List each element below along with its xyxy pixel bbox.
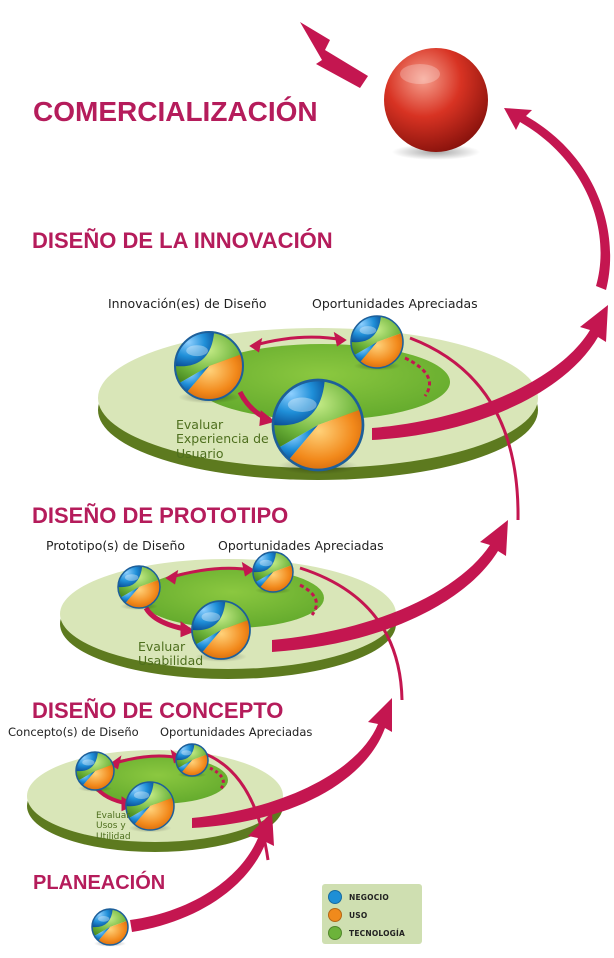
legend-item-negocio: NEGOCIO: [328, 889, 389, 905]
stage-title-innovacion: DISEÑO DE LA INNOVACIÓN: [32, 228, 333, 253]
stage-title-prototipo: DISEÑO DE PROTOTIPO: [32, 503, 289, 528]
prototipo-eval-label: Evaluar Usabilidad: [138, 639, 204, 669]
legend: NEGOCIO USO TECNOLOGÍA: [322, 884, 422, 944]
planeacion-sphere: [91, 908, 129, 947]
innovacion-experience-sphere: [271, 378, 365, 475]
legend-item-uso: USO: [328, 907, 367, 923]
innovacion-eval-label: Evaluar Experiencia de Usuario: [176, 417, 269, 461]
prototipo-opportunity-sphere: [252, 551, 294, 595]
legend-item-tecnologia: TECNOLOGÍA: [328, 925, 405, 941]
innovacion-design-sphere: [173, 330, 245, 404]
negocio-dot-icon: [328, 890, 342, 904]
prototipo-design-sphere: [117, 565, 161, 611]
legend-label: NEGOCIO: [349, 892, 390, 902]
concepto-left-label: Concepto(s) de Diseño: [8, 725, 139, 739]
concepto-utility-sphere: [125, 781, 175, 833]
legend-label: TECNOLOGÍA: [349, 928, 406, 938]
stage-title-concepto: DISEÑO DE CONCEPTO: [32, 698, 284, 723]
innovacion-right-label: Oportunidades Apreciadas: [312, 296, 478, 311]
stage-title-comercializacion: COMERCIALIZACIÓN: [33, 96, 318, 127]
legend-label: USO: [349, 910, 368, 920]
comercializacion-sphere: [384, 48, 488, 160]
innovacion-opportunity-sphere: [350, 315, 404, 371]
outer-arrows: [130, 22, 611, 932]
stage-title-planeacion: PLANEACIÓN: [33, 872, 166, 894]
concepto-design-sphere: [75, 751, 115, 792]
uso-dot-icon: [328, 908, 342, 922]
concepto-eval-label: Evaluar Usos y Utilidad: [96, 811, 131, 842]
innovacion-left-label: Innovación(es) de Diseño: [108, 296, 267, 311]
inner-cycle-arrows: [93, 331, 431, 812]
tecnologia-dot-icon: [328, 926, 342, 940]
concepto-right-label: Oportunidades Apreciadas: [160, 725, 313, 739]
prototipo-right-label: Oportunidades Apreciadas: [218, 538, 384, 553]
prototipo-left-label: Prototipo(s) de Diseño: [46, 538, 186, 553]
prototipo-usability-sphere: [191, 600, 251, 662]
sphere-layer: [75, 315, 404, 947]
concepto-opportunity-sphere: [175, 743, 209, 778]
